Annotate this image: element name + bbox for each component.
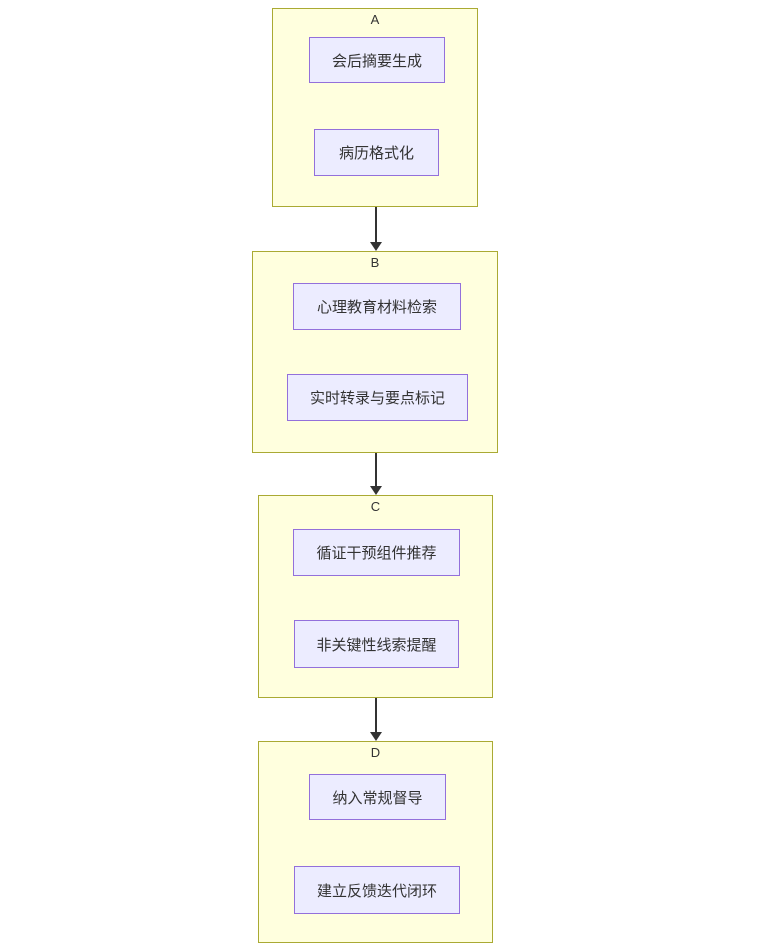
node-post-session-summary: 会后摘要生成 <box>309 37 445 83</box>
node-evidence-based-intervention-recommendation: 循证干预组件推荐 <box>293 529 460 576</box>
node-label: 病历格式化 <box>338 145 414 162</box>
node-routine-supervision: 纳入常规督导 <box>309 774 446 820</box>
subgraph-c-label: C <box>370 499 381 514</box>
edge-line <box>375 698 377 732</box>
node-label: 会后摘要生成 <box>331 52 422 70</box>
edge-b-to-c <box>370 453 382 495</box>
subgraph-c: C 循证干预组件推荐 非关键性线索提醒 <box>258 495 493 698</box>
node-label: 纳入常规督导 <box>332 789 423 807</box>
subgraph-b: B 心理教育材料检索 实时转录与要点标记 <box>252 251 498 453</box>
node-label: 建立反馈迭代闭环 <box>316 882 437 900</box>
node-realtime-transcription-key-points: 实时转录与要点标记 <box>287 374 468 421</box>
node-psychoeducation-material-retrieval: 心理教育材料检索 <box>293 283 461 330</box>
subgraph-d-label: D <box>370 745 381 760</box>
node-label: 心理教育材料检索 <box>316 299 437 316</box>
subgraph-a-label: A <box>370 12 380 27</box>
subgraph-a: A 会后摘要生成 病历格式化 <box>272 8 478 207</box>
subgraph-b-label: B <box>370 255 380 270</box>
node-medical-record-formatting: 病历格式化 <box>314 129 439 176</box>
arrowhead-icon <box>370 486 382 495</box>
arrowhead-icon <box>370 732 382 741</box>
edge-line <box>375 207 377 242</box>
node-noncritical-cue-reminder: 非关键性线索提醒 <box>294 620 459 668</box>
edge-c-to-d <box>370 698 382 741</box>
node-label: 循证干预组件推荐 <box>316 545 437 562</box>
node-label: 非关键性线索提醒 <box>316 636 437 654</box>
node-feedback-iteration-loop: 建立反馈迭代闭环 <box>294 866 460 914</box>
subgraph-d: D 纳入常规督导 建立反馈迭代闭环 <box>258 741 493 943</box>
node-label: 实时转录与要点标记 <box>309 390 445 407</box>
arrowhead-icon <box>370 242 382 251</box>
edge-line <box>375 453 377 486</box>
edge-a-to-b <box>370 207 382 251</box>
